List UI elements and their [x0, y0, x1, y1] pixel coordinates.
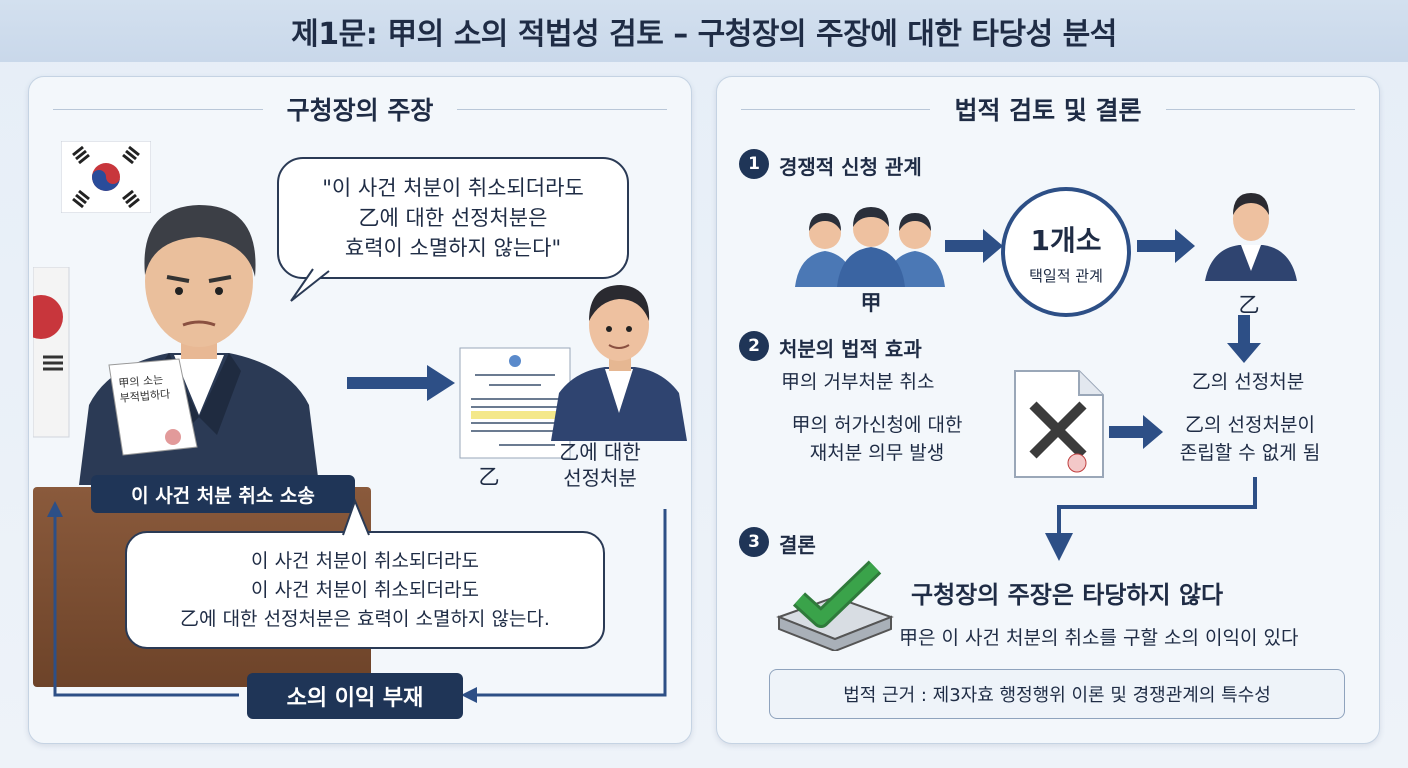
legal-basis-box: 법적 근거 : 제3자효 행정행위 이론 및 경쟁관계의 특수성 [769, 669, 1345, 719]
korean-flag-icon [61, 141, 151, 213]
step-2-body: 甲의 허가신청에 대한 재처분 의무 발생 [757, 411, 997, 467]
right-panel-header: 법적 검토 및 결론 [717, 91, 1379, 127]
person-caption: 乙에 대한 선정처분 [535, 439, 665, 491]
conclusion-title: 구청장의 주장은 타당하지 않다 [911, 581, 1224, 609]
claim-line-2: 乙에 대한 선정처분은 [358, 206, 548, 230]
left-panel-heading: 구청장의 주장 [286, 96, 434, 125]
checkmark-icon [776, 560, 894, 651]
step-2-label: 처분의 법적 효과 [779, 337, 922, 361]
arrow-down-connector [1045, 477, 1257, 561]
step-1-label: 경쟁적 신청 관계 [779, 155, 922, 179]
selection-label: 乙의 선정처분 [1191, 371, 1305, 393]
left-panel: 구청장의 주장 "이 사건 처분이 취소되더라도 乙에 대한 선정처분은 효력이… [28, 76, 692, 744]
person-caption-line-1: 乙에 대한 [559, 440, 641, 464]
title-bar: 제1문: 甲의 소의 적법성 검토 – 구청장의 주장에 대한 타당성 분석 [0, 0, 1408, 62]
claim-speech-bubble: "이 사건 처분이 취소되더라도 乙에 대한 선정처분은 효력이 소멸하지 않는… [277, 157, 629, 279]
step-2-result-line-2: 존립할 수 없게 됨 [1179, 442, 1321, 464]
no-interest-label: 소의 이익 부재 [247, 673, 463, 719]
doc-label: 乙 [478, 465, 500, 489]
arrow-right-icon [347, 365, 455, 401]
page-title: 제1문: 甲의 소의 적법성 검토 – 구청장의 주장에 대한 타당성 분석 [291, 17, 1117, 52]
step-2-result-line-1: 乙의 선정처분이 [1185, 414, 1315, 436]
target-label: 乙 [1238, 293, 1260, 317]
right-panel: 법적 검토 및 결론 1 경쟁적 신청 관계 甲 1개소 택일적 관계 乙 2 … [716, 76, 1380, 744]
arrow-right-icon [1109, 415, 1163, 449]
summary-speech-bubble: 이 사건 처분이 취소되더라도 이 사건 처분이 취소되더라도 乙에 대한 선정… [125, 531, 605, 649]
conclusion-sub: 甲은 이 사건 처분의 취소를 구할 소의 이익이 있다 [899, 627, 1299, 649]
applicant-b-person-icon [551, 285, 687, 441]
loop-connector [47, 501, 667, 703]
summary-line-2: 이 사건 처분이 취소되더라도 [251, 578, 479, 601]
bubble-tail-icon [290, 268, 330, 302]
applicant-b-icon [1205, 193, 1297, 281]
arrow-right-icon [945, 229, 1003, 263]
arrow-right-icon [1137, 229, 1195, 263]
arrow-down-icon [1227, 315, 1261, 363]
claim-line-3: 효력이 소멸하지 않는다" [344, 236, 562, 260]
summary-line-1: 이 사건 처분이 취소되더라도 [251, 549, 479, 572]
claim-line-1: "이 사건 처분이 취소되더라도 [322, 176, 584, 200]
applicant-group-icon [795, 207, 945, 287]
circle-sub: 택일적 관계 [1029, 266, 1103, 285]
right-panel-heading: 법적 검토 및 결론 [954, 96, 1142, 125]
step-2-body-line-1: 甲의 허가신청에 대한 [791, 414, 963, 436]
step-2-body-line-2: 재처분 의무 발생 [809, 442, 945, 464]
step-2-result: 乙의 선정처분이 존립할 수 없게 됨 [1155, 411, 1345, 467]
summary-line-3: 乙에 대한 선정처분은 효력이 소멸하지 않는다. [180, 607, 550, 630]
circle-main: 1개소 [1030, 223, 1102, 257]
step-2-sub: 甲의 거부처분 취소 [781, 371, 935, 393]
cancelled-document-icon [1014, 370, 1104, 478]
step-3-number: 3 [739, 527, 769, 557]
step-1-number: 1 [739, 149, 769, 179]
person-caption-line-2: 선정처분 [563, 466, 637, 490]
flag-pole-icon [33, 267, 70, 438]
one-site-circle: 1개소 택일적 관계 [1001, 187, 1131, 317]
summary-bubble-tail-icon [342, 498, 370, 536]
step-2-number: 2 [739, 331, 769, 361]
complaint-paper-icon [108, 358, 198, 456]
step-3-label: 결론 [779, 533, 816, 557]
left-panel-header: 구청장의 주장 [29, 91, 691, 127]
group-label: 甲 [860, 291, 882, 315]
lawsuit-label: 이 사건 처분 취소 소송 [91, 475, 355, 513]
